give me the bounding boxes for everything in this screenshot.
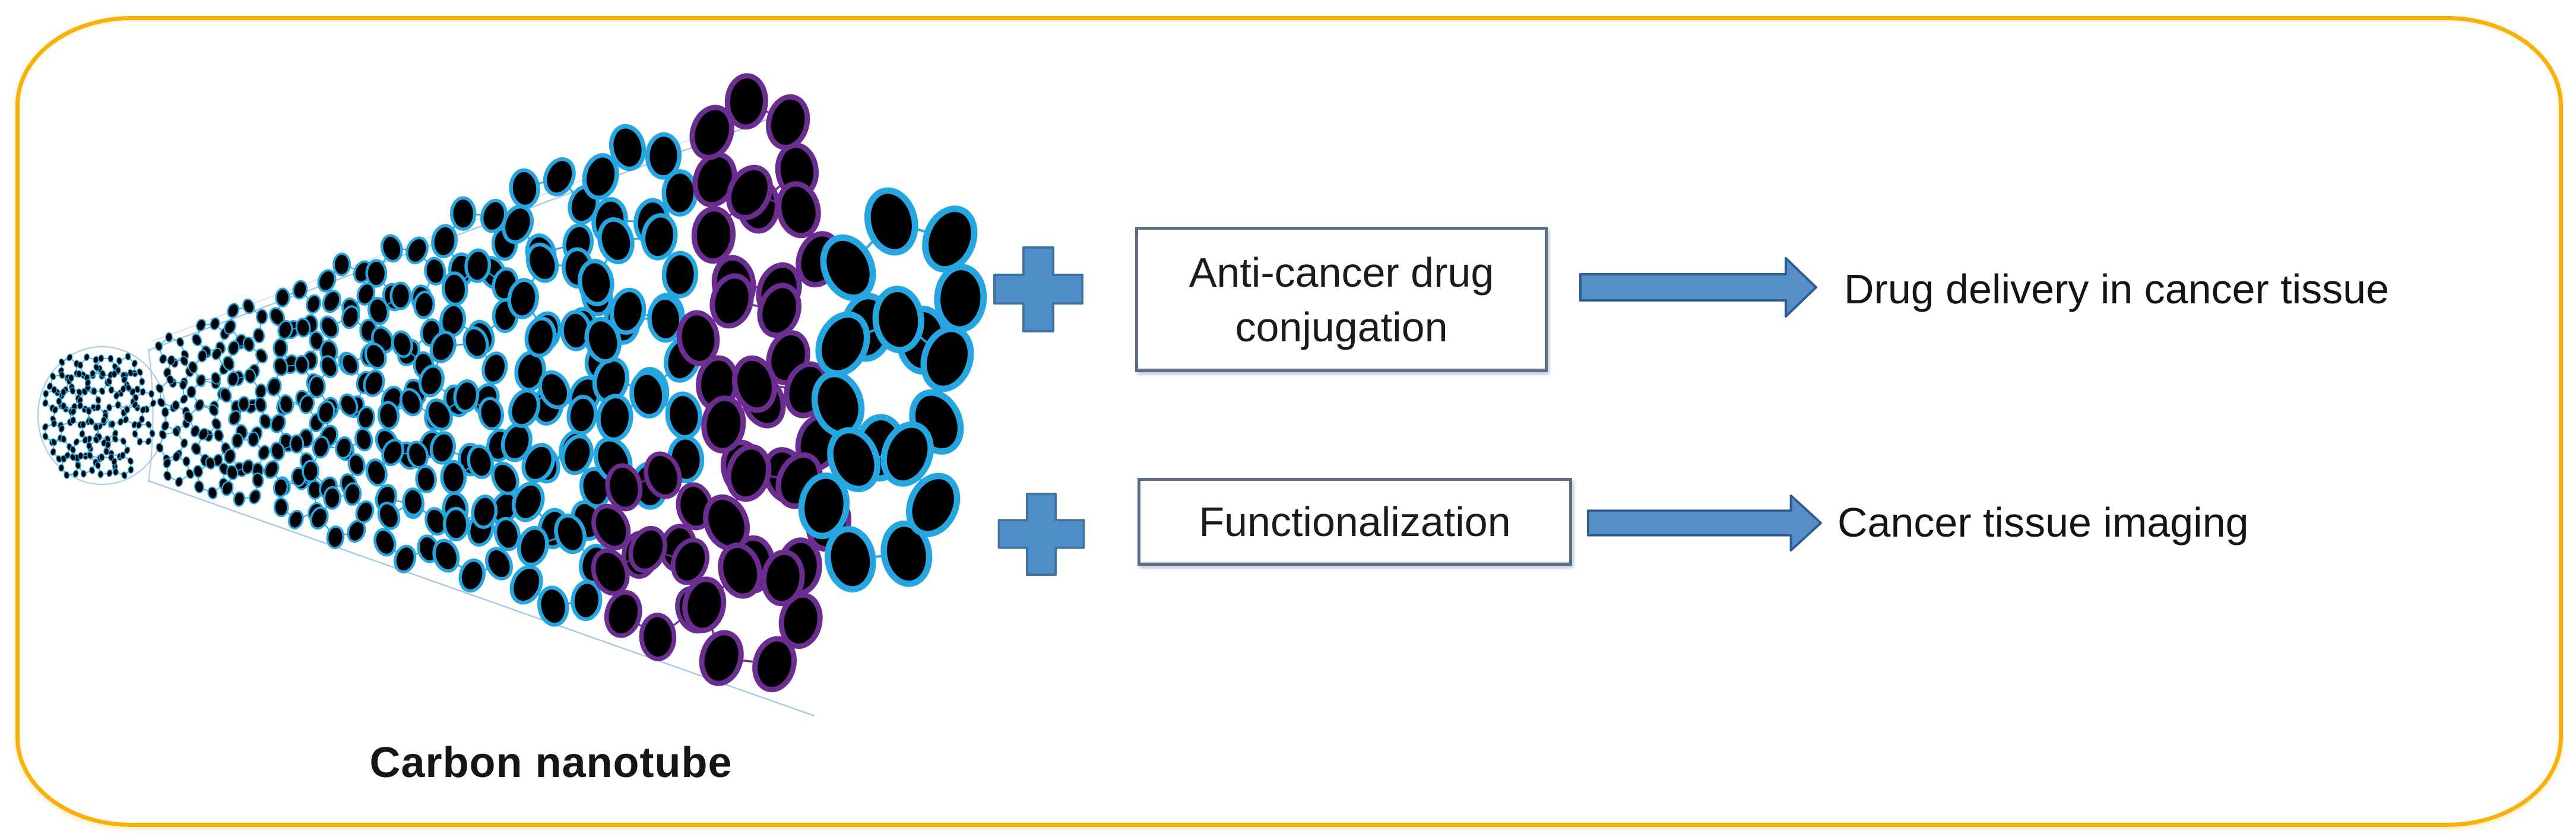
- plus-icon: [997, 493, 1085, 576]
- process-box-label: Anti-cancer drug conjugation: [1189, 249, 1494, 350]
- process-box-anti-cancer-drug-conjugation: Anti-cancer drug conjugation: [1135, 227, 1548, 372]
- arrow-right-icon: [1587, 494, 1823, 552]
- result-text-cancer-tissue-imaging: Cancer tissue imaging: [1837, 499, 2249, 546]
- result-text-drug-delivery: Drug delivery in cancer tissue: [1844, 266, 2390, 312]
- border-frame: [15, 16, 2563, 827]
- plus-icon: [993, 246, 1083, 332]
- arrow-right-icon: [1579, 257, 1817, 318]
- carbon-nanotube-illustration: [37, 73, 987, 717]
- carbon-nanotube-label: Carbon nanotube: [369, 739, 733, 787]
- process-box-label: Functionalization: [1199, 499, 1511, 545]
- process-box-functionalization: Functionalization: [1138, 478, 1572, 566]
